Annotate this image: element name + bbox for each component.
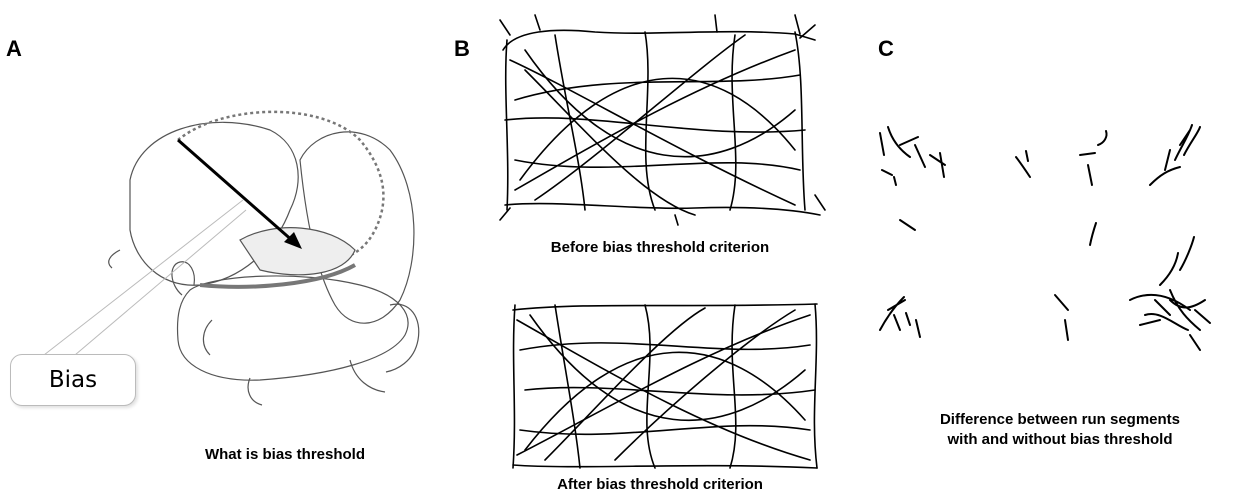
bias-label-box: Bias (10, 354, 136, 406)
panel-label-c: C (878, 36, 894, 62)
caption-c: Difference between run segments with and… (890, 410, 1230, 450)
caption-b-top: Before bias threshold criterion (495, 238, 825, 258)
trajectory-after (505, 290, 825, 480)
trajectory-before (495, 10, 825, 230)
caption-c-line2: with and without bias threshold (890, 430, 1230, 450)
caption-b-bottom: After bias threshold criterion (495, 475, 825, 495)
difference-segments (870, 115, 1230, 355)
caption-c-line1: Difference between run segments (890, 410, 1230, 430)
caption-a: What is bias threshold (150, 445, 420, 465)
panel-label-b: B (454, 36, 470, 62)
panel-label-a: A (6, 36, 22, 62)
